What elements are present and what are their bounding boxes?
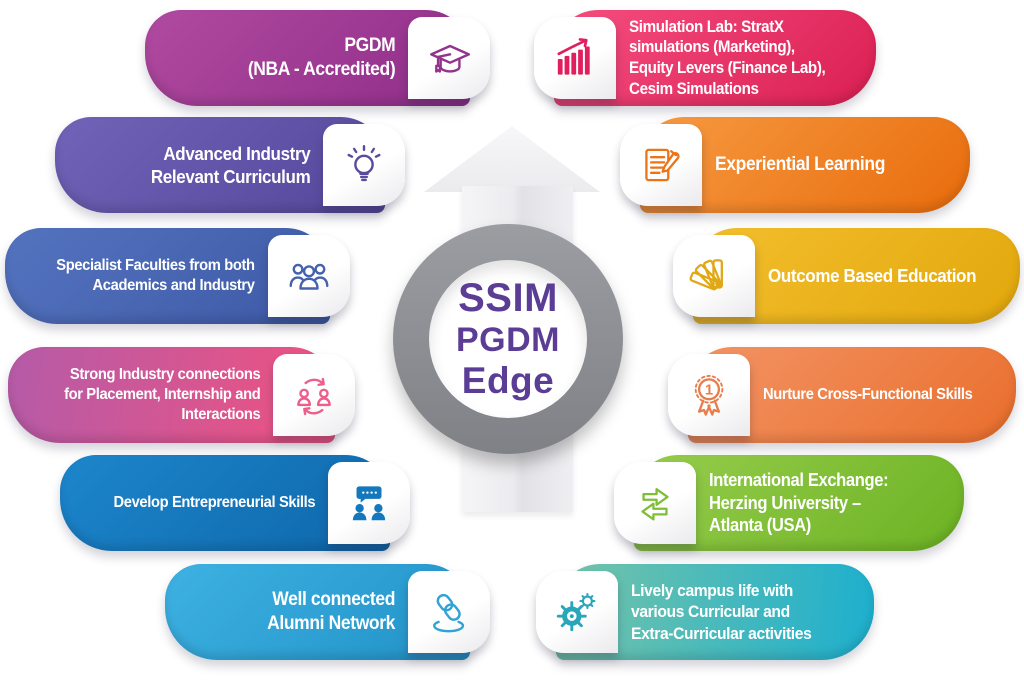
banner-pgdm-nba-accredited: PGDM (NBA - Accredited) xyxy=(145,10,490,106)
hub-core: SSIM PGDM Edge xyxy=(429,260,587,418)
chain-link-icon xyxy=(408,571,490,653)
banner-international-exchange: International Exchange: Herzing Universi… xyxy=(614,455,964,551)
center-hub: SSIM PGDM Edge xyxy=(393,224,623,454)
gears-icon xyxy=(536,571,618,653)
medal-first-icon: 1 xyxy=(668,354,750,436)
hub-title-line1: SSIM xyxy=(458,275,558,320)
up-arrow-head-icon xyxy=(424,126,600,192)
graduation-cap-icon xyxy=(408,17,490,99)
banner-label: Develop Entrepreneurial Skills xyxy=(113,494,315,511)
hub-title-line3: Edge xyxy=(461,359,555,401)
people-exchange-icon xyxy=(273,354,355,436)
notepad-pencil-icon xyxy=(620,124,702,206)
hub-title-line2: PGDM xyxy=(456,320,560,359)
banner-specialist-faculties: Specialist Faculties from both Academics… xyxy=(5,228,350,324)
banner-simulation-lab: Simulation Lab: StratX simulations (Mark… xyxy=(534,10,876,106)
banner-advanced-curriculum: Advanced Industry Relevant Curriculum xyxy=(55,117,405,213)
lightbulb-icon xyxy=(323,124,405,206)
banner-industry-connections: Strong Industry connections for Placemen… xyxy=(8,347,355,443)
people-group-icon xyxy=(268,235,350,317)
banner-label: Specialist Faculties from both Academics… xyxy=(56,257,256,294)
banner-alumni-network: Well connected Alumni Network xyxy=(165,564,490,660)
banner-label: Well connected Alumni Network xyxy=(267,589,395,634)
banner-label: Lively campus life with various Curricul… xyxy=(631,581,812,643)
swatch-fan-icon xyxy=(673,235,755,317)
banner-label: PGDM (NBA - Accredited) xyxy=(247,35,396,80)
banner-entrepreneurial-skills: Develop Entrepreneurial Skills xyxy=(60,455,410,551)
banner-label: Experiential Learning xyxy=(715,154,886,176)
banner-cross-functional-skills: Nurture Cross-Functional Skills 1 xyxy=(668,347,1016,443)
presentation-people-icon xyxy=(328,462,410,544)
banner-label: Strong Industry connections for Placemen… xyxy=(63,366,261,423)
banner-outcome-based-education: Outcome Based Education xyxy=(673,228,1020,324)
banner-experiential-learning: Experiential Learning xyxy=(620,117,970,213)
bar-chart-growth-icon xyxy=(534,17,616,99)
svg-text:1: 1 xyxy=(705,382,713,398)
banner-label: Advanced Industry Relevant Curriculum xyxy=(150,142,311,187)
banner-label: Nurture Cross-Functional Skills xyxy=(763,386,973,403)
banner-label: Outcome Based Education xyxy=(768,265,977,287)
banner-campus-life: Lively campus life with various Curricul… xyxy=(536,564,874,660)
banner-label: Simulation Lab: StratX simulations (Mark… xyxy=(629,17,826,98)
banner-label: International Exchange: Herzing Universi… xyxy=(709,470,889,536)
exchange-arrows-icon xyxy=(614,462,696,544)
